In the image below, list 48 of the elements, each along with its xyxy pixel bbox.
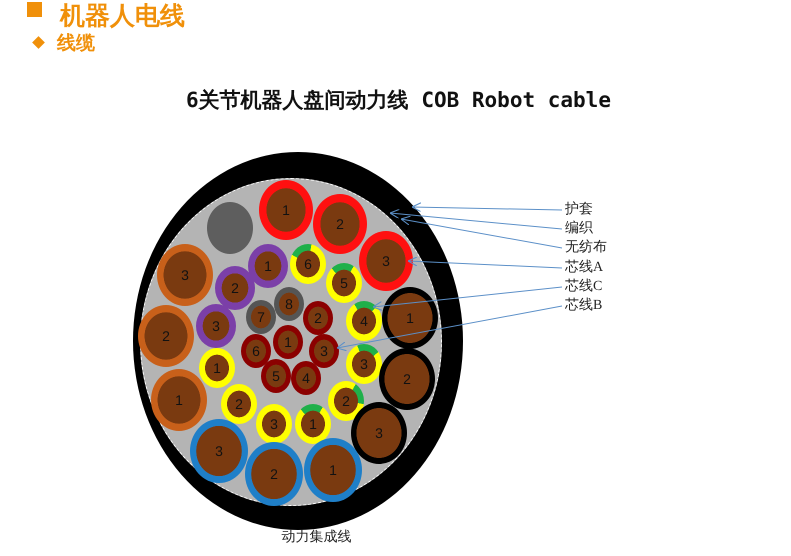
wire-core: 1 <box>295 404 331 444</box>
wire-core: 3 <box>256 404 292 444</box>
leader-line <box>411 202 562 212</box>
diagram-caption: 动力集成线 <box>280 529 352 547</box>
wire-core: 1 <box>248 244 288 288</box>
wire-core: 1 <box>259 180 313 240</box>
wire-core: 3 <box>346 344 382 384</box>
callout-label: 无纺布 <box>565 239 607 257</box>
wire-core: 4 <box>291 361 321 395</box>
wire-core: 3 <box>190 419 248 483</box>
wire-core: 3 <box>157 244 213 306</box>
wire-core: 1 <box>151 369 207 431</box>
wire-core: 2 <box>379 348 435 410</box>
wire-core: 6 <box>290 244 326 284</box>
leader-line <box>407 256 562 268</box>
callout-label: 护套 <box>565 201 593 219</box>
wire-core: 5 <box>261 359 291 393</box>
wire-core: 2 <box>221 384 257 424</box>
wire-core: 1 <box>199 348 235 388</box>
wire-core: 3 <box>359 231 413 291</box>
leader-line <box>372 286 562 312</box>
wire-core: 2 <box>313 194 367 254</box>
leader-line <box>389 208 562 230</box>
callout-label: 芯线B <box>565 297 602 315</box>
wire-core: 1 <box>382 287 438 349</box>
diagram-heading: 6关节机器人盘间动力线 COB Robot cable <box>185 87 612 114</box>
wire-core: 3 <box>309 334 339 368</box>
callout-label: 芯线C <box>565 278 602 296</box>
wire-core: 2 <box>138 305 194 367</box>
leader-line <box>336 306 562 352</box>
wire-core: 6 <box>241 334 271 368</box>
wire-core: 2 <box>215 266 255 310</box>
callout-label: 编织 <box>565 220 593 238</box>
wire-core: 3 <box>196 304 236 348</box>
wire-core: 1 <box>304 438 362 502</box>
page-title: 机器人电线 <box>60 0 185 32</box>
wire-core: 2 <box>245 442 303 506</box>
callout-label: 芯线A <box>565 259 604 277</box>
wire-core: 2 <box>328 381 364 421</box>
filler-rod <box>207 202 253 254</box>
leader-line <box>400 216 562 248</box>
wire-core: 7 <box>246 300 276 334</box>
wire-core: 2 <box>303 301 333 335</box>
wire-core: 1 <box>273 325 303 359</box>
wire-core: 4 <box>346 301 382 341</box>
wire-core: 8 <box>274 287 304 321</box>
section-heading: 线缆 <box>57 31 95 56</box>
wire-core: 5 <box>326 263 362 303</box>
